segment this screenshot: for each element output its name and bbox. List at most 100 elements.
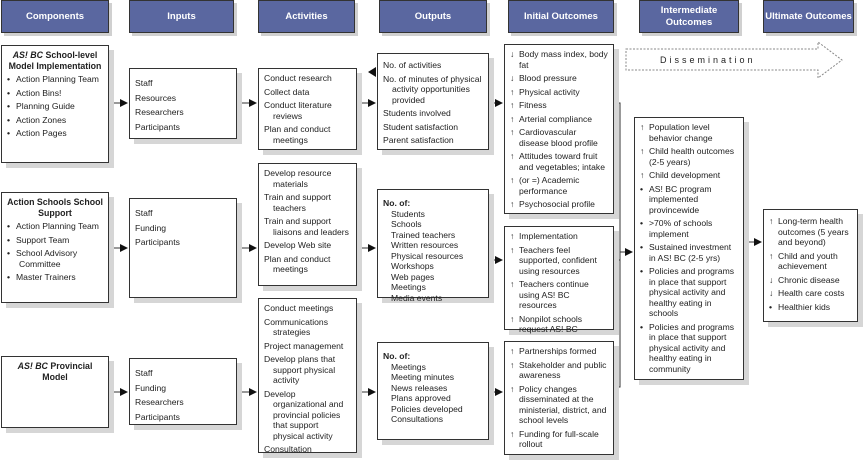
item-text: Teachers continue using AS! BC resources [519, 279, 589, 310]
item-text: Support Team [16, 234, 70, 245]
item-text: Blood pressure [519, 73, 577, 83]
list-item: Researchers [135, 107, 184, 117]
list-item: Develop resource materials [264, 168, 332, 189]
list-item: •Action Planning Team [7, 74, 103, 85]
list-item: Consultation [264, 444, 312, 454]
list-item: ↑Child development [640, 170, 738, 181]
list-item: Communications strategies [264, 316, 328, 338]
list-item: ↑Partnerships formed [510, 346, 608, 357]
arrow-up-icon: ↑ [510, 199, 515, 209]
initial-outcomes-box: ↑Partnerships formed ↑Stakeholder and pub… [504, 341, 614, 455]
list-item: ↑ Nonpilot schools request AS! BC [510, 314, 608, 335]
list-item: ↑ Policy changes disseminated at the mini… [510, 384, 608, 426]
list-item: •Action Bins! [7, 88, 103, 99]
arrow-up-icon: ↑ [510, 313, 515, 324]
component-title-text: School-level Model Implementation [8, 50, 102, 71]
list-item: ↓Chronic disease [769, 275, 852, 286]
arrow-up-icon: ↑ [510, 383, 515, 394]
item-text: Action Zones [16, 114, 67, 125]
list-item: Web pages [391, 271, 435, 282]
dissemination-label: Dissemination [660, 55, 756, 65]
item-text: Physical activity [519, 86, 580, 97]
list-item: ↑Implementation [510, 231, 608, 242]
list-item: Plan and conduct meetings [264, 124, 331, 145]
list-item: Meeting minutes [391, 372, 455, 382]
outputs-heading: No. of: [383, 198, 411, 208]
list-item: Develop plans that support physical acti… [264, 354, 336, 385]
component-box: Action Schools School Support•Action Pla… [1, 192, 109, 303]
list-item: •>70% of schools implement [640, 218, 738, 239]
header-outputs: Outputs [379, 0, 487, 33]
list-item: ↑Cardiovascular disease blood profile [510, 127, 608, 148]
list-item: Meetings [391, 361, 426, 372]
list-item: ↑ Funding for full-scale rollout [510, 429, 608, 450]
header-components: Components [1, 0, 109, 33]
list-item: Written resources [391, 240, 459, 250]
arrow-up-icon: ↑ [510, 86, 515, 97]
arrow-up-icon: ↑ [510, 279, 515, 289]
header-initial-outcomes: Initial Outcomes [508, 0, 614, 33]
list-item: •Sustained investment in AS! BC (2-5 yrs… [640, 242, 738, 263]
list-item: Develop organizational and provincial po… [264, 388, 344, 441]
item-text: >70% of schools implement [649, 218, 713, 239]
arrow-up-icon: ↑ [510, 151, 515, 161]
item-text: Child and youth achievement [778, 250, 838, 272]
list-item: • Support Team [7, 235, 103, 246]
component-box: AS! BC Provincial Model [1, 356, 109, 428]
arrow-up-icon: ↑ [510, 100, 515, 110]
arrow-down-icon: ↓ [510, 49, 515, 59]
header-intermediate-outcomes: Intermediate Outcomes [639, 0, 739, 33]
component-title-italic: AS! BC [12, 50, 44, 60]
list-item: Parent satisfaction [383, 135, 454, 145]
list-item: Participants [135, 121, 180, 132]
bullet-icon: • [7, 101, 11, 111]
list-item: Plans approved [391, 393, 451, 403]
item-text: Nonpilot schools request AS! BC [519, 313, 583, 335]
item-text: Policy changes disseminated at the minis… [519, 383, 607, 426]
bullet-icon: • [640, 266, 644, 276]
list-item: ↑ Child and youth achievement [769, 251, 852, 272]
list-item: Participants [135, 237, 180, 247]
list-item: Plan and conduct meetings [264, 253, 331, 275]
arrow-up-icon: ↑ [640, 170, 645, 180]
ultimate-outcomes-box: ↑Long-term health outcomes (5 years and … [763, 209, 858, 322]
arrow-down-icon: ↓ [769, 288, 774, 298]
list-item: Conduct meetings [264, 303, 334, 313]
arrow-up-icon: ↑ [510, 231, 515, 241]
item-text: Cardiovascular disease blood profile [519, 127, 598, 148]
arrow-up-icon: ↑ [510, 175, 515, 185]
list-item: •Policies and programs in place that sup… [640, 322, 738, 375]
header-ultimate-outcomes: Ultimate Outcomes [763, 0, 854, 33]
list-item: Physical resources [391, 250, 464, 261]
list-item: Train and support teachers [264, 192, 332, 213]
list-item: •School Advisory Committee [7, 248, 103, 269]
arrow-up-icon: ↑ [640, 146, 645, 156]
list-item: ↑Arterial compliance [510, 114, 608, 125]
list-item: Staff [135, 78, 153, 88]
list-item: ↑Stakeholder and public awareness [510, 360, 608, 381]
item-text: Fitness [519, 100, 547, 110]
bullet-icon: • [640, 321, 644, 332]
arrow-up-icon: ↑ [510, 346, 515, 356]
arrow-up-icon: ↑ [769, 250, 774, 261]
list-item: ↑Long-term health outcomes (5 years and … [769, 216, 852, 248]
list-item: ↑Attitudes toward fruit and vegetables; … [510, 151, 608, 172]
component-title: AS! BC Provincial Model [7, 361, 103, 382]
list-item: Researchers [135, 397, 184, 407]
list-item: Staff [135, 208, 153, 218]
item-text: School Advisory Committee [16, 248, 78, 269]
bullet-icon: • [7, 234, 11, 245]
arrow-up-icon: ↑ [510, 428, 515, 439]
bullet-icon: • [7, 128, 11, 138]
item-text: Teachers feel supported, confident using… [519, 244, 597, 276]
item-text: Arterial compliance [519, 113, 593, 124]
item-text: Action Pages [16, 128, 67, 138]
list-item: ↑Psychosocial profile [510, 199, 608, 210]
item-text: Body mass index, body fat [519, 49, 608, 70]
item-text: Funding for full-scale rollout [519, 428, 599, 450]
list-item: No. of minutes of physical activity oppo… [383, 73, 482, 105]
